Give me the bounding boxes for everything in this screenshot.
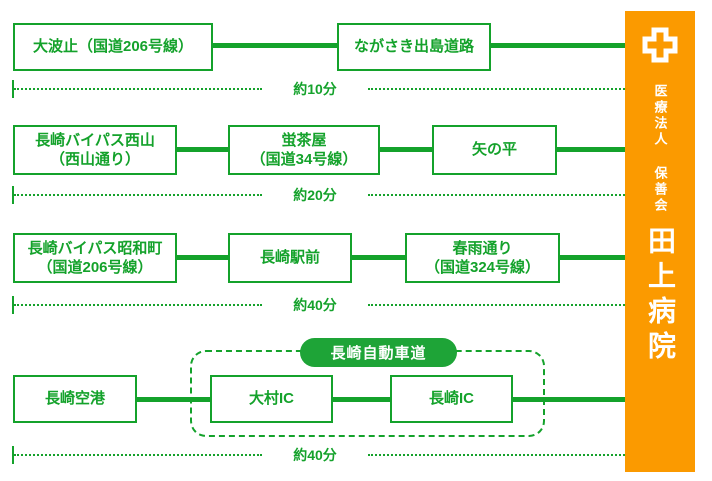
stop-box-bypass-showamachi: 長崎バイパス昭和町 （国道206号線） [13, 233, 177, 283]
stop-label-line1: 春雨通り [452, 239, 513, 257]
route-line [557, 147, 625, 152]
route-line [352, 255, 405, 260]
route-line [177, 255, 228, 260]
duration-dotted-line [14, 454, 262, 456]
duration-dotted-line [368, 88, 625, 90]
stop-label: 矢の平 [471, 141, 517, 159]
hospital-org-name: 医療法人 保善会 [652, 84, 668, 214]
duration-dotted-line [368, 304, 625, 306]
highway-badge: 長崎自動車道 [300, 338, 457, 367]
medical-cross-icon [642, 27, 678, 68]
stop-box-nagasaki-ic: 長崎IC [390, 375, 513, 423]
duration-dotted-line [14, 88, 262, 90]
stop-label-line1: 長崎バイパス昭和町 [27, 239, 163, 257]
duration-start-tick [12, 186, 14, 204]
stop-label: 大波止（国道206号線） [32, 38, 194, 56]
route-line [213, 43, 337, 48]
stop-box-nagasaki-ekimae: 長崎駅前 [228, 233, 352, 283]
duration-start-tick [12, 446, 14, 464]
stop-label-line2: （国道206号線） [37, 259, 153, 276]
duration-dotted-line [368, 454, 625, 456]
hospital-banner: 医療法人 保善会 田上病院 [625, 11, 695, 472]
route-line [513, 397, 625, 402]
stop-label: 長崎空港 [44, 390, 105, 408]
duration-label: 約20分 [293, 187, 337, 203]
stop-box-omura-ic: 大村IC [210, 375, 333, 423]
duration-dotted-line [14, 304, 262, 306]
stop-label: 長崎駅前 [259, 249, 320, 267]
route-line [177, 147, 228, 152]
stop-label-line2: （国道324号線） [424, 259, 541, 276]
stop-box-nagasaki-airport: 長崎空港 [13, 375, 137, 423]
duration-label: 約40分 [293, 297, 337, 313]
stop-label: 長崎IC [428, 390, 474, 408]
hospital-name: 田上病院 [645, 226, 676, 366]
route-line [333, 397, 390, 402]
route-line [380, 147, 432, 152]
duration-start-tick [12, 296, 14, 314]
duration-label: 約40分 [293, 447, 337, 463]
duration-start-tick [12, 80, 14, 98]
stop-label: 大村IC [248, 390, 294, 408]
duration-dotted-line [368, 194, 625, 196]
stop-label: ながさき出島道路 [353, 38, 474, 56]
stop-box-dejima-road: ながさき出島道路 [337, 23, 491, 71]
duration-dotted-line [14, 194, 262, 196]
stop-label-line2: （西山通り） [49, 151, 140, 168]
stop-label-line1: 長崎バイパス西山 [35, 131, 155, 149]
stop-box-ohato: 大波止（国道206号線） [13, 23, 213, 71]
stop-label-line2: （国道34号線） [250, 151, 358, 168]
route-line [491, 43, 625, 48]
stop-box-hotarujaya: 蛍茶屋 （国道34号線） [228, 125, 380, 175]
duration-label: 約10分 [293, 81, 337, 97]
route-line [137, 397, 210, 402]
stop-label-line1: 蛍茶屋 [281, 131, 327, 149]
stop-box-harusame-dori: 春雨通り （国道324号線） [405, 233, 560, 283]
route-line [560, 255, 625, 260]
stop-box-yanohira: 矢の平 [432, 125, 557, 175]
stop-box-bypass-nishiyama: 長崎バイパス西山 （西山通り） [13, 125, 177, 175]
